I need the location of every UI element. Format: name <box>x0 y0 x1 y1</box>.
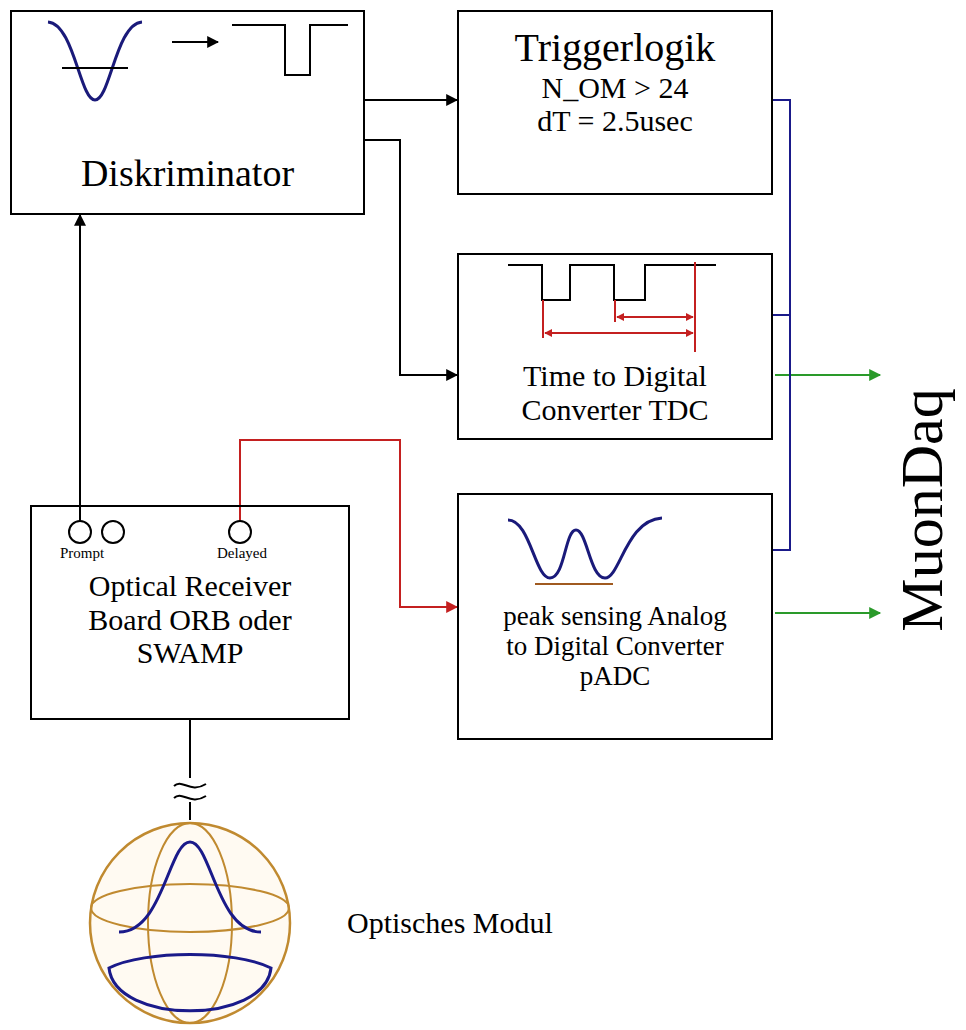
logic-pulse <box>232 25 348 75</box>
signal-connector <box>79 215 81 505</box>
box-title: peak sensing Analog to Digital Converter… <box>500 601 730 692</box>
optical-module-sphere <box>85 820 295 1025</box>
receiver-connectors <box>69 506 251 543</box>
prompt-stub <box>79 506 81 521</box>
sphere-latitude <box>91 884 289 932</box>
time-tick <box>614 300 616 322</box>
receiver-box: Prompt DelayedOptical Receiver Board ORB … <box>30 505 350 720</box>
box-title: Diskriminator <box>81 152 294 195</box>
conversion-arrow <box>172 41 218 43</box>
box-title: Triggerlogik <box>515 26 716 71</box>
glass-sphere <box>90 823 290 1023</box>
delayed-stub <box>239 506 241 521</box>
cable-break-symbol <box>174 784 206 800</box>
delayed-socket <box>229 521 251 543</box>
signal-connector <box>773 100 790 550</box>
port-label: Delayed <box>217 545 267 562</box>
analog-pulse <box>48 22 142 100</box>
prompt-socket <box>69 521 91 543</box>
port-label: Prompt <box>60 545 104 562</box>
padc-sketch <box>508 518 662 584</box>
sphere-meridian <box>148 823 232 1023</box>
discriminator-box: Diskriminator <box>10 10 365 215</box>
time-tick <box>542 300 544 338</box>
time-marker <box>694 262 696 352</box>
spare-socket <box>102 521 124 543</box>
optical-module: Optisches Modul <box>85 820 685 1025</box>
padc-box: peak sensing Analog to Digital Converter… <box>457 493 773 740</box>
module-label: Optisches Modul <box>347 906 553 940</box>
photomultiplier <box>109 955 271 1011</box>
signal-connector <box>773 100 790 315</box>
box-title: Optical Receiver Board ORB oder SWAMP <box>70 569 310 670</box>
time-interval-arrow <box>545 332 693 334</box>
threshold-line <box>62 67 128 69</box>
trigger-condition: N_OM > 24 dT = 2.5usec <box>530 71 700 138</box>
time-interval-arrow <box>617 316 693 318</box>
output-target-label: MuonDaq <box>888 388 957 631</box>
signal-connector <box>365 99 457 101</box>
baseline <box>535 583 613 585</box>
signal-connector <box>189 720 191 820</box>
tdc-box: Time to Digital Converter TDC <box>457 253 773 440</box>
double-pulse <box>508 518 662 578</box>
cable-break-gap <box>172 778 208 802</box>
discriminator-sketch <box>48 22 348 100</box>
signal-connector <box>365 140 457 375</box>
box-title: Time to Digital Converter TDC <box>480 359 750 426</box>
logic-pulses <box>508 265 716 300</box>
pulse-shape <box>119 842 261 932</box>
tdc-sketch <box>508 262 716 352</box>
padc-output-arrow <box>775 612 880 614</box>
trigger-box: TriggerlogikN_OM > 24 dT = 2.5usec <box>457 10 773 195</box>
